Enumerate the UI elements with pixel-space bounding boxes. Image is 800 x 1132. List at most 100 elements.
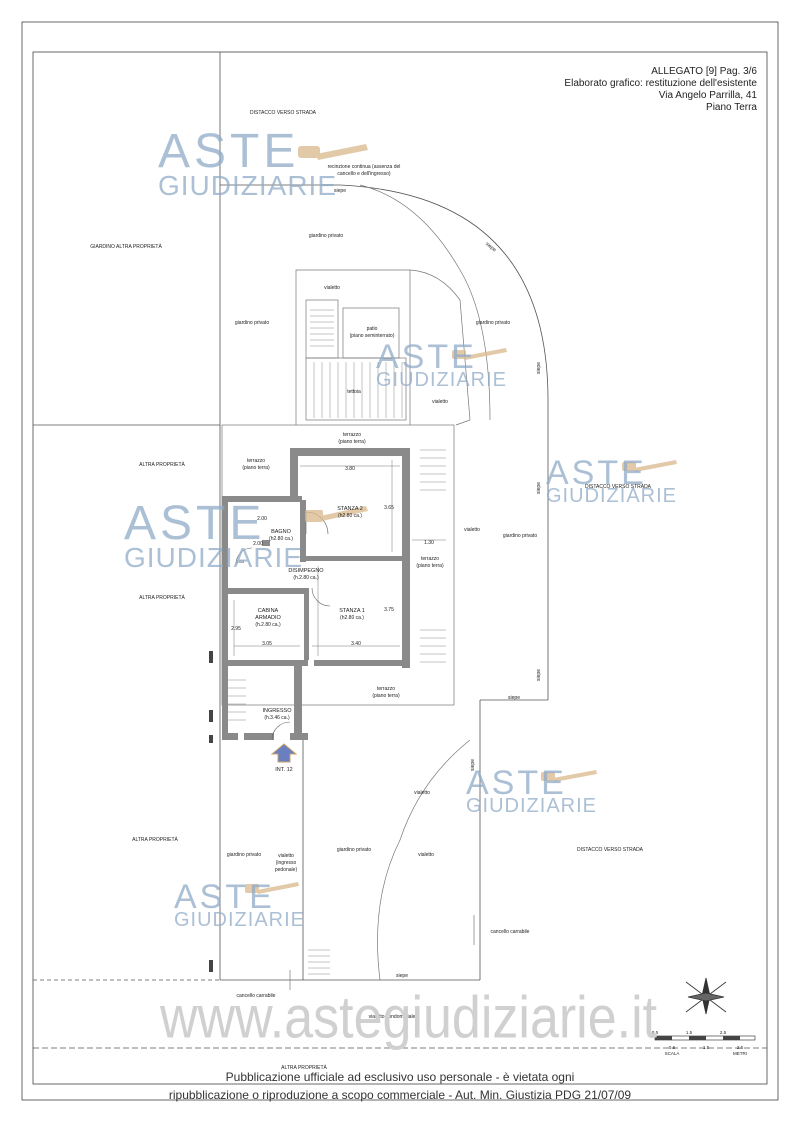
dim-small: 1.65 (236, 559, 245, 564)
header-line-1: ALLEGATO [9] Pag. 3/6 (651, 66, 757, 77)
label-vialetto-ingresso-3: pedonale) (275, 867, 298, 873)
label-siepe-right-1: siepe (536, 362, 542, 374)
label-distacco-top: DISTACCO VERSO STRADA (250, 110, 317, 116)
label-giardino-privato-left: giardino privato (235, 320, 269, 326)
label-disimpegno-1: DISIMPEGNO (288, 568, 324, 574)
label-distacco-bottom: DISTACCO VERSO STRADA (577, 847, 644, 853)
dim-305: 3.05 (262, 641, 272, 647)
label-vialetto-low: vialetto (414, 790, 430, 796)
label-recinzione-1: recinzione continua (assenza del (328, 164, 401, 170)
label-stanza2-2: (h2.80 ca.) (338, 513, 362, 519)
label-siepe-right-3: siepe (536, 669, 542, 681)
label-vialetto-condominiale: vialetto condominiale (369, 1014, 416, 1020)
label-terrazzo-left-1: terrazzo (247, 458, 265, 464)
dim-380: 3.80 (345, 466, 355, 472)
label-bagno-2: (h2.80 ca.) (269, 536, 293, 542)
label-altra-proprieta-3: ALTRA PROPRIETÀ (132, 836, 178, 843)
label-bagno-1: BAGNO (271, 529, 292, 535)
dim-130: 1.30 (424, 540, 434, 546)
label-giardino-privato-low-mid: giardino privato (337, 847, 371, 853)
plan-labels: DISTACCO VERSO STRADA recinzione continu… (90, 110, 747, 1071)
label-stanza1-1: STANZA 1 (339, 608, 365, 614)
label-altra-proprieta-bottom: ALTRA PROPRIETÀ (281, 1064, 327, 1071)
boundary-lines (33, 52, 767, 1049)
gate-markers (209, 651, 213, 972)
label-cabina-2: ARMADIO (255, 615, 281, 621)
scale-tick-3: 0.5 (669, 1045, 676, 1050)
scale-tick-4: 1.5 (703, 1045, 710, 1050)
label-terrazzo-top-1: terrazzo (343, 432, 361, 438)
dim-bagno-w: 2.00 (257, 516, 267, 522)
label-cabina-3: (h.2.80 ca.) (255, 622, 281, 628)
walls (222, 448, 410, 740)
label-terrazzo-top-2: (piano terra) (338, 439, 366, 445)
label-vialetto-right: vialetto (464, 527, 480, 533)
vialetto-path (377, 739, 471, 981)
label-terrazzo-right-1: terrazzo (421, 556, 439, 562)
dim-365: 3.65 (384, 505, 394, 511)
label-siepe-bottom: siepe (396, 973, 408, 979)
label-vialetto-mid: vialetto (432, 399, 448, 405)
watermark-url: www.astegiudiziarie.it (160, 984, 658, 1052)
label-patio-2: (piano seminterrato) (350, 333, 395, 339)
upper-structure (295, 184, 491, 426)
label-tettoia: tettoia (347, 389, 361, 395)
dim-lines (233, 460, 446, 656)
dim-340: 3.40 (351, 641, 361, 647)
footer-line-1: Pubblicazione ufficiale ad esclusivo uso… (225, 1070, 575, 1084)
header-line-3: Via Angelo Parrilla, 41 (658, 90, 757, 101)
label-giardino-privato-far-right: giardino privato (503, 533, 537, 539)
label-giardino-privato-right: giardino privato (476, 320, 510, 326)
label-terrazzo-left-2: (piano terra) (242, 465, 270, 471)
footer-line-2: ripubblicazione o riproduzione a scopo c… (168, 1088, 632, 1102)
label-siepe-top: siepe (334, 188, 346, 194)
label-vialetto-ingresso-1: vialetto (278, 853, 294, 859)
entrance-arrow (270, 743, 298, 763)
label-int12: INT. 12 (275, 767, 292, 773)
scale-tick-2: 2.5 (720, 1030, 727, 1035)
header-line-2: Elaborato grafico: restituzione dell'esi… (564, 78, 757, 89)
gavel-watermarks (245, 144, 677, 894)
label-altra-proprieta-1: ALTRA PROPRIETÀ (139, 461, 185, 468)
scale-word: SCALA (665, 1051, 680, 1056)
label-giardino-privato-top: giardino privato (309, 233, 343, 239)
label-cancello-carrabile-bottom: cancello carrabile (237, 993, 276, 999)
header-line-4: Piano Terra (706, 102, 757, 113)
label-altra-proprieta-2: ALTRA PROPRIETÀ (139, 594, 185, 601)
label-recinzione-2: cancello e dell'ingresso) (337, 171, 391, 177)
label-patio-1: patio (367, 326, 378, 332)
metri-word: METRI (733, 1051, 747, 1056)
scale-tick-0: 0.5 (652, 1030, 659, 1035)
compass-icon (685, 977, 727, 1015)
label-siepe-bottom-right: siepe (508, 695, 520, 701)
dim-295: 2.95 (231, 626, 241, 632)
dim-bagno-h: 2.00 (253, 541, 263, 547)
label-vialetto-low-2: vialetto (418, 852, 434, 858)
label-ingresso-1: INGRESSO (262, 708, 292, 714)
label-terrazzo-bottom-1: terrazzo (377, 686, 395, 692)
label-siepe-right-4: siepe (470, 759, 476, 771)
sheet-frame (21, 21, 779, 1101)
scale-tick-5: 2.5 (737, 1045, 744, 1050)
label-giardino-altra: GIARDINO ALTRA PROPRIETÀ (90, 243, 162, 250)
scale-tick-1: 1.5 (686, 1030, 693, 1035)
label-distacco-right: DISTACCO VERSO STRADA (585, 484, 652, 490)
scale-bar (654, 1035, 756, 1041)
label-cancello-carrabile-right: cancello carrabile (491, 929, 530, 935)
label-vialetto-top: vialetto (324, 285, 340, 291)
label-terrazzo-bottom-2: (piano terra) (372, 693, 400, 699)
drawing-frame (32, 51, 768, 1085)
label-terrazzo-right-2: (piano terra) (416, 563, 444, 569)
stair-hatch (226, 309, 446, 975)
label-vialetto-ingresso-2: (ingresso (276, 860, 297, 866)
label-giardino-privato-low-left: giardino privato (227, 852, 261, 858)
dim-375: 3.75 (384, 607, 394, 613)
